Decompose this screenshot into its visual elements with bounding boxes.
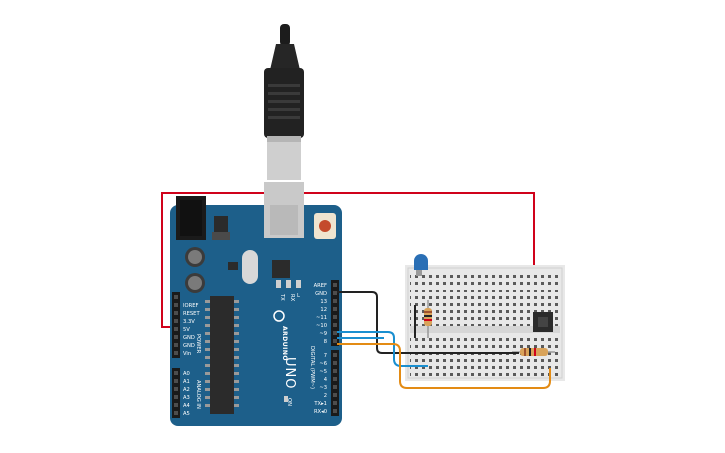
usb-cable[interactable] <box>264 24 304 180</box>
tx-label: TX <box>279 293 285 301</box>
wire-orange[interactable] <box>337 343 551 389</box>
analog-pin-labels: A0 A1 A2 A3 A4 A5 <box>183 371 191 417</box>
pin-label: A1 <box>183 379 190 385</box>
resistor-horizontal[interactable] <box>512 348 555 356</box>
pin-label: ~10 <box>316 323 327 329</box>
pin-label: 4 <box>324 377 328 383</box>
pin-label: 8 <box>324 339 327 345</box>
pin-label: A3 <box>183 395 190 401</box>
arduino-logo <box>273 310 285 322</box>
pin-label: A4 <box>183 403 191 409</box>
led[interactable] <box>414 254 428 276</box>
resistor-vertical[interactable] <box>424 300 432 338</box>
pin-label: RESET <box>183 311 200 317</box>
digital-pin-labels: AREF GND 13 12 ~11 ~10 ~9 8 7 ~6 ~5 4 ~3… <box>313 283 327 415</box>
pin-label: ~9 <box>319 331 327 337</box>
power-header <box>172 292 180 358</box>
model-text: UNO <box>282 357 297 389</box>
atmega-chip <box>210 296 234 414</box>
wire-blue[interactable] <box>337 331 428 367</box>
pin-label: 12 <box>320 307 327 313</box>
crystal <box>242 250 258 284</box>
power-section-label: POWER <box>195 334 201 354</box>
digital-header-bottom <box>331 350 339 416</box>
pin-label: GND <box>183 343 195 349</box>
wire-red[interactable] <box>161 192 535 328</box>
wire-black[interactable] <box>337 291 519 354</box>
digital-header-top <box>331 280 339 346</box>
pin-label: ~3 <box>319 385 327 391</box>
pushbutton[interactable] <box>533 312 553 332</box>
pin-label: A0 <box>183 371 190 377</box>
l-label: L <box>297 293 300 299</box>
pin-label: ~5 <box>319 369 327 375</box>
pin-label: A2 <box>183 387 190 393</box>
pin-label: 5V <box>183 327 190 333</box>
pin-label: A5 <box>183 411 190 417</box>
digital-section-label: DIGITAL (PWM~) <box>309 346 315 389</box>
pin-label: ~6 <box>319 361 327 367</box>
pin-label: 7 <box>324 353 327 359</box>
arduino-uno-board[interactable]: TX RX L ARDUINO UNO ON IOREF RESET 3.3V … <box>170 182 342 426</box>
analog-section-label: ANALOG IN <box>195 380 201 409</box>
on-label: ON <box>286 398 292 406</box>
pin-label: TX▸1 <box>313 401 327 407</box>
pin-label: IOREF <box>183 303 198 309</box>
pin-label: GND <box>183 335 195 341</box>
power-pin-labels: IOREF RESET 3.3V 5V GND GND Vin <box>183 303 200 357</box>
pin-label: 3.3V <box>183 319 195 325</box>
rx-label: RX <box>289 294 295 302</box>
analog-header <box>172 368 180 418</box>
pin-label: RX◂0 <box>314 409 327 415</box>
pin-label: 13 <box>320 299 327 305</box>
pin-label: ~11 <box>316 315 327 321</box>
pin-label: GND <box>315 291 327 297</box>
brand-text: ARDUINO <box>281 326 288 361</box>
pin-label: Vin <box>183 351 191 357</box>
pin-label: 2 <box>324 393 327 399</box>
pin-label: AREF <box>314 283 327 289</box>
